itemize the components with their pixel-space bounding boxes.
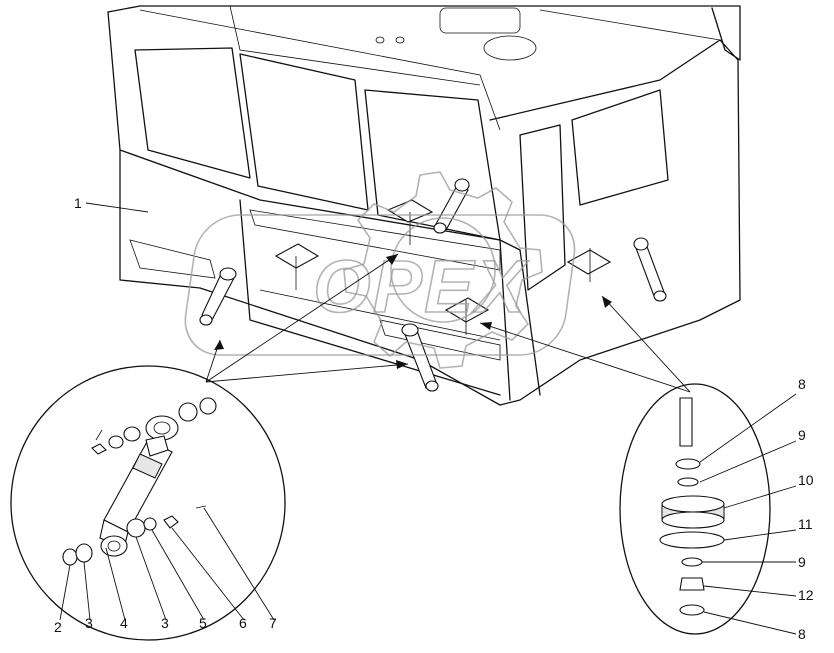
callout-1: 1 (74, 195, 82, 211)
callout-2: 2 (54, 619, 62, 635)
gear-icon (343, 171, 543, 369)
callout-9-bottom: 9 (798, 554, 806, 570)
watermark-logo: OPEX (184, 171, 576, 369)
callout-10: 10 (798, 472, 814, 488)
leader-lines (59, 202, 797, 635)
arrowheads (214, 254, 612, 369)
detail-bubble-left (10, 365, 286, 641)
callout-3-right: 3 (161, 615, 169, 631)
callout-labels: 1 2 3 4 3 5 6 7 8 9 10 11 9 12 8 (54, 195, 814, 642)
callout-11: 11 (798, 516, 813, 532)
shock-absorber-center (401, 323, 439, 392)
callout-8-top: 8 (798, 376, 806, 392)
truck-cab (107, 5, 741, 406)
callout-3-left: 3 (85, 615, 93, 631)
callout-4: 4 (120, 615, 128, 631)
shock-absorber-front-left (199, 267, 237, 326)
callout-8-bottom: 8 (798, 626, 806, 642)
callout-7: 7 (269, 615, 277, 631)
shock-absorber-side (633, 237, 667, 302)
callout-5: 5 (199, 615, 207, 631)
detail-bubble-right (619, 383, 771, 635)
callout-9-top: 9 (798, 427, 806, 443)
callout-6: 6 (239, 615, 247, 631)
shock-absorber-front-right (433, 178, 470, 234)
watermark-text: OPEX (313, 245, 529, 328)
callout-12: 12 (798, 587, 814, 603)
